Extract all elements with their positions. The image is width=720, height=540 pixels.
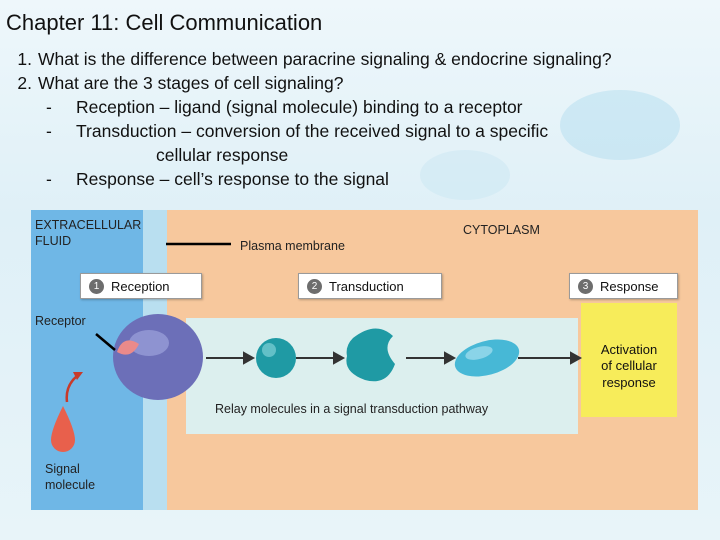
receptor-body xyxy=(113,314,203,400)
cytoplasm-label: CYTOPLASM xyxy=(463,223,540,237)
receptor-leader-line xyxy=(95,333,116,351)
stage-box-response: 3 Response xyxy=(569,273,678,299)
signal-binding-arrow xyxy=(65,375,78,403)
question-number: 1. xyxy=(17,49,32,69)
receptor-highlight xyxy=(129,330,169,356)
stage-item-transduction-continued: cellular response xyxy=(156,145,288,166)
question-text: What is the difference between paracrine… xyxy=(38,49,612,69)
activation-box: Activation of cellular response xyxy=(581,303,677,417)
stage-number-badge: 1 xyxy=(89,278,104,294)
relay-molecule-sphere-highlight xyxy=(262,343,276,357)
figure-artwork xyxy=(51,242,583,452)
stage-text: Transduction – conversion of the receive… xyxy=(76,121,549,141)
bullet-dash: - xyxy=(46,121,52,141)
extracellular-label-line2: FLUID xyxy=(35,233,72,248)
stage-text: cellular response xyxy=(156,145,289,165)
background-blob xyxy=(420,150,510,200)
slide-title: Chapter 11: Cell Communication xyxy=(6,10,323,35)
receptor-binding-site xyxy=(117,340,139,355)
question-text: What are the 3 stages of cell signaling? xyxy=(38,73,344,93)
bullet-dash: - xyxy=(46,169,52,189)
extracellular-label: EXTRACELLULAR FLUID xyxy=(35,218,141,249)
stage-box-transduction: 2 Transduction xyxy=(298,273,442,299)
stage-label: Response xyxy=(600,278,659,294)
activation-line3: response xyxy=(602,374,656,390)
relay-molecule-oval xyxy=(454,339,520,377)
relay-molecule-oval-highlight xyxy=(465,346,493,360)
bullet-dash: - xyxy=(46,97,52,117)
question-2: 2. What are the 3 stages of cell signalin… xyxy=(0,73,343,94)
stage-label: Reception xyxy=(111,278,170,294)
stage-text: Reception – ligand (signal molecule) bin… xyxy=(76,97,523,117)
stage-number-badge: 3 xyxy=(578,278,593,294)
relay-molecule-sphere xyxy=(256,338,296,378)
background-blob xyxy=(560,90,680,160)
pathway-arrows xyxy=(206,351,583,365)
stage-text: Response – cell’s response to the signal xyxy=(76,169,389,189)
question-1: 1. What is the difference between paracri… xyxy=(0,49,612,70)
plasma-membrane-label: Plasma membrane xyxy=(240,239,345,253)
stage-item-transduction: - Transduction – conversion of the receiv… xyxy=(46,121,548,142)
activation-line1: Activation xyxy=(600,342,658,357)
signal-binding-arrowhead xyxy=(73,372,83,380)
stage-box-reception: 1 Reception xyxy=(80,273,202,299)
extracellular-label-line1: EXTRACELLULAR xyxy=(35,218,142,232)
signal-label-line1: Signal xyxy=(45,462,80,476)
stage-number-badge: 2 xyxy=(307,278,322,294)
stage-label: Transduction xyxy=(329,278,404,294)
signal-molecule-drop xyxy=(51,406,75,452)
relay-label: Relay molecules in a signal transduction… xyxy=(215,402,489,416)
receptor-protein xyxy=(113,314,203,400)
relay-molecule-kidney xyxy=(346,328,395,382)
activation-line2: of cellular xyxy=(601,358,657,374)
receptor-label: Receptor xyxy=(35,314,86,328)
stage-item-response: - Response – cell’s response to the signa… xyxy=(46,169,389,190)
signal-label-line2: molecule xyxy=(45,477,96,492)
stage-item-reception: - Reception – ligand (signal molecule) bi… xyxy=(46,97,523,118)
cell-signaling-figure: EXTRACELLULAR FLUID Plasma membrane CYTO… xyxy=(31,210,698,510)
signal-molecule-label: Signal molecule xyxy=(45,462,95,493)
question-number: 2. xyxy=(17,73,32,93)
